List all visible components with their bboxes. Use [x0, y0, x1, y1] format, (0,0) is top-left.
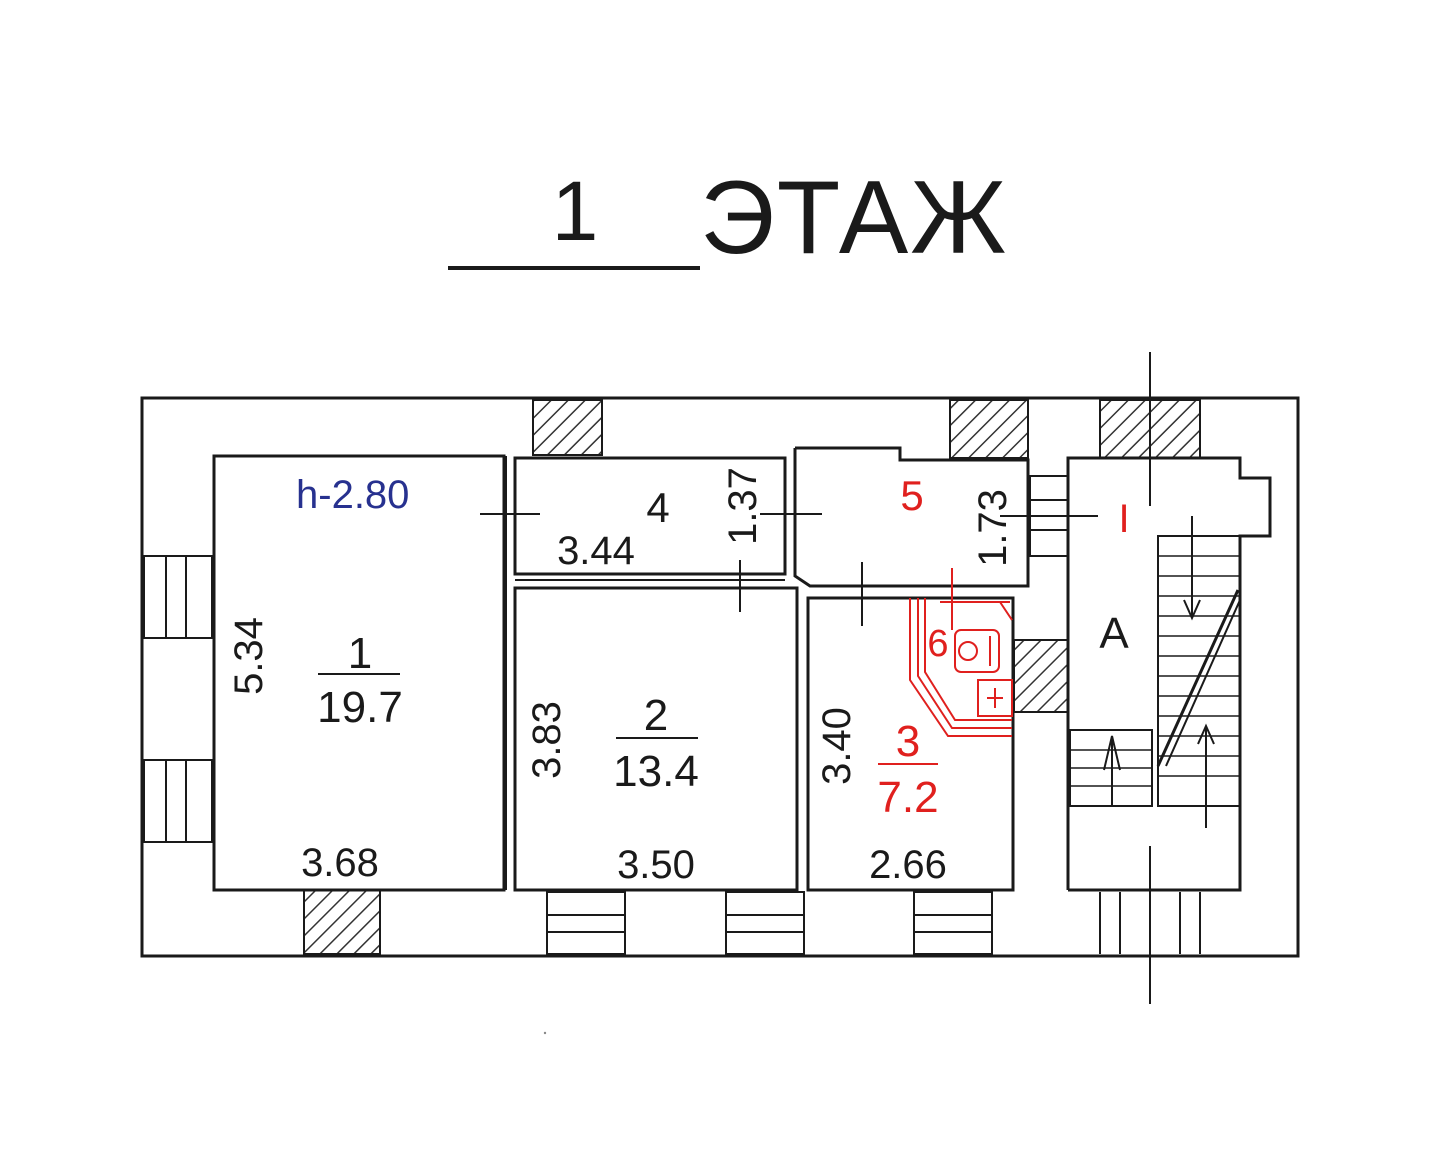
room-3-width: 2.66	[869, 843, 947, 887]
building-outline	[140, 396, 1300, 958]
bottom-windows	[546, 891, 1201, 955]
ceiling-height: h-2.80	[296, 473, 409, 517]
room-2	[513, 586, 799, 892]
dimension-ticks	[480, 513, 1098, 626]
room-1	[212, 454, 507, 892]
room-4-number: 4	[646, 484, 669, 531]
room-1-length: 5.34	[227, 617, 271, 695]
room-2-number: 2	[644, 691, 668, 740]
room-2-width: 3.50	[617, 843, 695, 887]
stairwell	[1066, 456, 1272, 892]
room-2-length: 3.83	[525, 701, 569, 779]
room-5-number: 5	[900, 472, 923, 519]
room-3-area: 7.2	[877, 773, 938, 822]
stairwell-label: A	[1099, 609, 1129, 658]
room-5	[793, 446, 1030, 588]
left-windows	[143, 555, 213, 843]
room-6-number: 6	[927, 623, 948, 665]
room-3-number: 3	[896, 717, 920, 766]
room-2-area: 13.4	[613, 747, 699, 796]
room-1-number: 1	[348, 629, 372, 678]
floor-word: ЭТАЖ	[700, 160, 1008, 276]
room-5-length: 1.73	[971, 489, 1015, 567]
room-4-width: 3.44	[557, 529, 635, 573]
section-mark: I	[1118, 497, 1129, 541]
room-6	[909, 598, 1013, 737]
room-1-area: 19.7	[317, 683, 403, 732]
room-3-length: 3.40	[815, 707, 859, 785]
scan-speck	[543, 1031, 547, 1035]
floor-number: 1	[552, 164, 599, 258]
room-1-width: 3.68	[301, 841, 379, 885]
room-4-length: 1.37	[721, 467, 765, 545]
